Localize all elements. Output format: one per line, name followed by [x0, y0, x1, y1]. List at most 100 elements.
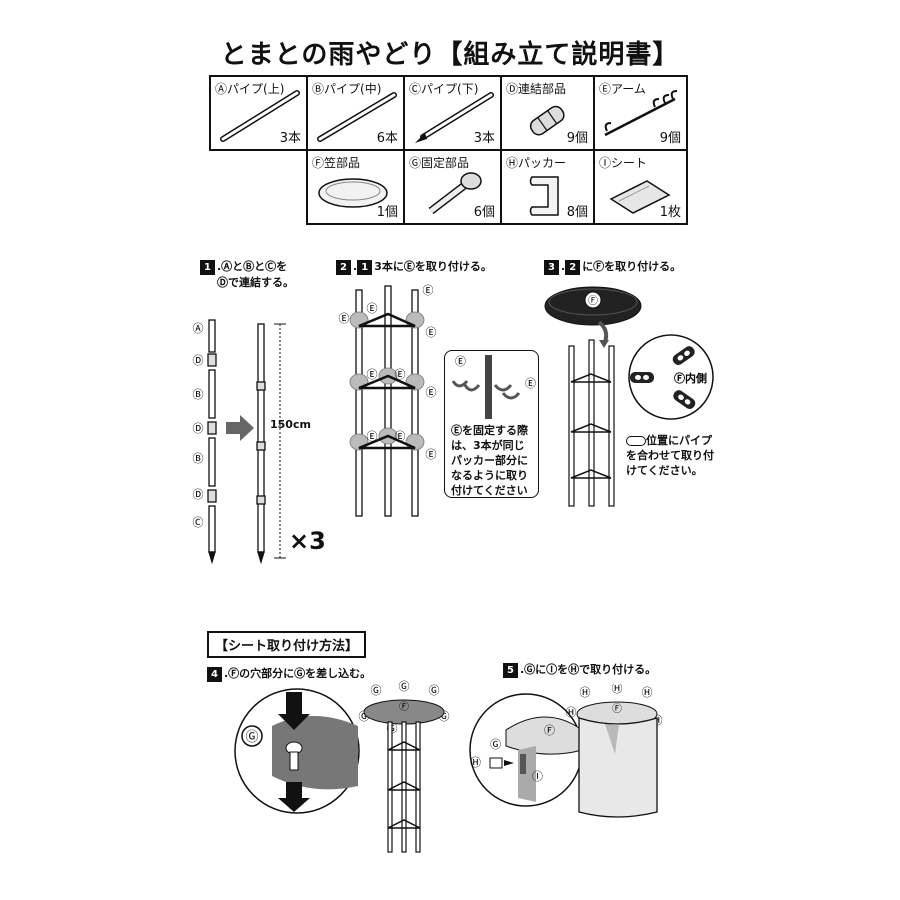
- part-b-count: 6本: [376, 131, 398, 146]
- label-e-detail: Ⓔ: [455, 355, 466, 368]
- label-e-2: Ⓔ: [367, 302, 378, 315]
- part-b-mark: Ⓑ: [312, 82, 325, 96]
- part-b-name: パイプ(中): [324, 82, 382, 96]
- part-e-cell: Ⓔアーム 9個: [593, 75, 688, 151]
- part-d-cell: Ⓓ連結部品 9個: [500, 75, 595, 151]
- page-title: とまとの雨やどり【組み立て説明書】: [220, 40, 680, 70]
- part-i-name: シート: [611, 156, 648, 170]
- arm-icon: [604, 90, 678, 137]
- step-3-note: 位置にパイプを合わせて取り付けてください。: [626, 433, 722, 478]
- part-i-count: 1枚: [659, 205, 681, 220]
- label-e-7: Ⓔ: [367, 430, 378, 443]
- step-3-ref: 2: [565, 259, 581, 275]
- label-e-3: Ⓔ: [426, 326, 437, 339]
- part-a-mark: Ⓐ: [215, 82, 228, 96]
- step-2-detail-box: Ⓔ Ⓔ Ⓔを固定する際は、3本が同じパッカー部分になるように取り付けてください: [444, 350, 539, 498]
- part-c-mark: Ⓒ: [409, 82, 422, 96]
- step-1-length: 150cm: [270, 418, 311, 431]
- part-g-count: 6個: [473, 205, 495, 220]
- label-e-6: Ⓔ: [426, 386, 437, 399]
- step-1-line1: .ⒶとⒷとⒸを: [217, 260, 288, 273]
- part-c-name: パイプ(下): [421, 82, 479, 96]
- arrow-right-icon: [226, 415, 254, 441]
- step-2-diagram: Ⓔ Ⓔ Ⓔ Ⓔ Ⓔ Ⓔ Ⓔ Ⓔ Ⓔ Ⓔ: [339, 284, 437, 517]
- label-c: Ⓒ: [193, 516, 204, 529]
- label-g-1: Ⓖ: [371, 684, 382, 697]
- step-5-text: .ⒼにⒾをⒽで取り付ける。: [520, 663, 657, 676]
- step-4-title: 4.Ⓕの穴部分にⒼを差し込む。: [207, 666, 371, 682]
- label-b-1: Ⓑ: [193, 388, 204, 401]
- label-e-detail-2: Ⓔ: [525, 377, 536, 390]
- step-4-number: 4: [207, 666, 222, 682]
- part-a-name: パイプ(上): [227, 82, 285, 96]
- label-f-5-detail: Ⓕ: [544, 724, 555, 737]
- part-e-mark: Ⓔ: [599, 82, 612, 96]
- part-h-name: パッカー: [518, 156, 567, 170]
- part-d-mark: Ⓓ: [506, 82, 519, 96]
- step-5-title: 5.ⒼにⒾをⒽで取り付ける。: [503, 662, 656, 678]
- part-c-count: 3本: [473, 131, 495, 146]
- pipe-middle-icon: [317, 92, 397, 142]
- part-h-count: 8個: [566, 205, 588, 220]
- label-a: Ⓐ: [193, 322, 204, 335]
- label-g-detail: Ⓖ: [245, 730, 258, 745]
- part-h-mark: Ⓗ: [506, 156, 519, 170]
- part-i-mark: Ⓘ: [599, 156, 612, 170]
- label-g-3: Ⓖ: [429, 684, 440, 697]
- part-a-count: 3本: [279, 131, 301, 146]
- part-g-mark: Ⓖ: [409, 156, 422, 170]
- step-1-line2: Ⓓで連結する。: [217, 275, 294, 289]
- label-e-8: Ⓔ: [395, 430, 406, 443]
- connector-icon: [529, 105, 565, 136]
- step-2-text: 3本にⒺを取り付ける。: [374, 260, 492, 273]
- part-c-cell: Ⓒパイプ(下) 3本: [403, 75, 502, 151]
- part-b-cell: Ⓑパイプ(中) 6本: [306, 75, 405, 151]
- sheet-icon: [609, 180, 671, 214]
- step-1-number: 1: [200, 259, 215, 275]
- step-5-detail: Ⓕ Ⓘ Ⓗ Ⓖ: [469, 693, 583, 807]
- step-2-note: Ⓔを固定する際は、3本が同じパッカー部分になるように取り付けてください: [451, 424, 528, 497]
- part-g-name: 固定部品: [421, 156, 470, 170]
- label-f-4: Ⓕ: [399, 701, 409, 713]
- pipe-upper-icon: [220, 90, 300, 142]
- part-g-cell: Ⓖ固定部品 6個: [403, 149, 502, 225]
- sheet-section-title: 【シート取り付け方法】: [207, 631, 367, 658]
- label-f-cap: Ⓕ: [588, 295, 598, 307]
- label-d-2: Ⓓ: [193, 422, 204, 435]
- part-d-name: 連結部品: [518, 82, 567, 96]
- part-i-cell: Ⓘシート 1枚: [593, 149, 688, 225]
- step-4-detail: Ⓖ: [234, 688, 360, 814]
- part-a-cell: Ⓐパイプ(上) 3本: [209, 75, 308, 151]
- part-f-cell: Ⓕ笠部品 1個: [306, 149, 405, 225]
- part-d-count: 9個: [566, 131, 588, 146]
- step-2-ref: 1: [357, 259, 373, 275]
- label-e-9: Ⓔ: [426, 448, 437, 461]
- label-h-3: Ⓗ: [642, 686, 653, 699]
- label-h-2: Ⓗ: [612, 684, 623, 695]
- cap-icon: [318, 178, 388, 208]
- packer-icon: [529, 176, 559, 216]
- step-5-number: 5: [503, 662, 518, 678]
- step-3-note-text: 位置にパイプを合わせて取り付けてください。: [626, 434, 714, 477]
- step-3-inner-label: Ⓕ内側: [674, 371, 707, 385]
- label-e-1: Ⓔ: [339, 312, 350, 325]
- part-e-name: アーム: [611, 82, 646, 96]
- fixing-part-icon: [428, 172, 482, 215]
- label-d-3: Ⓓ: [193, 488, 204, 501]
- step-5-diagram: Ⓗ Ⓗ Ⓗ Ⓗ Ⓗ Ⓗ Ⓕ: [566, 684, 663, 818]
- label-h-1: Ⓗ: [580, 686, 591, 699]
- step-2-number: 2: [336, 259, 351, 275]
- step-3-number: 3: [544, 259, 559, 275]
- step-3-text: にⒻを取り付ける。: [582, 260, 682, 273]
- label-f-5: Ⓕ: [612, 703, 622, 715]
- label-g-2: Ⓖ: [399, 680, 410, 693]
- pipe-lower-icon: [415, 92, 494, 143]
- label-b-2: Ⓑ: [193, 452, 204, 465]
- label-e-4: Ⓔ: [367, 368, 378, 381]
- label-h-detail: Ⓗ: [470, 756, 481, 769]
- label-g-5-detail: Ⓖ: [490, 738, 501, 751]
- label-e-top: Ⓔ: [423, 284, 434, 297]
- arm-detail-icon: Ⓔ Ⓔ: [451, 355, 536, 419]
